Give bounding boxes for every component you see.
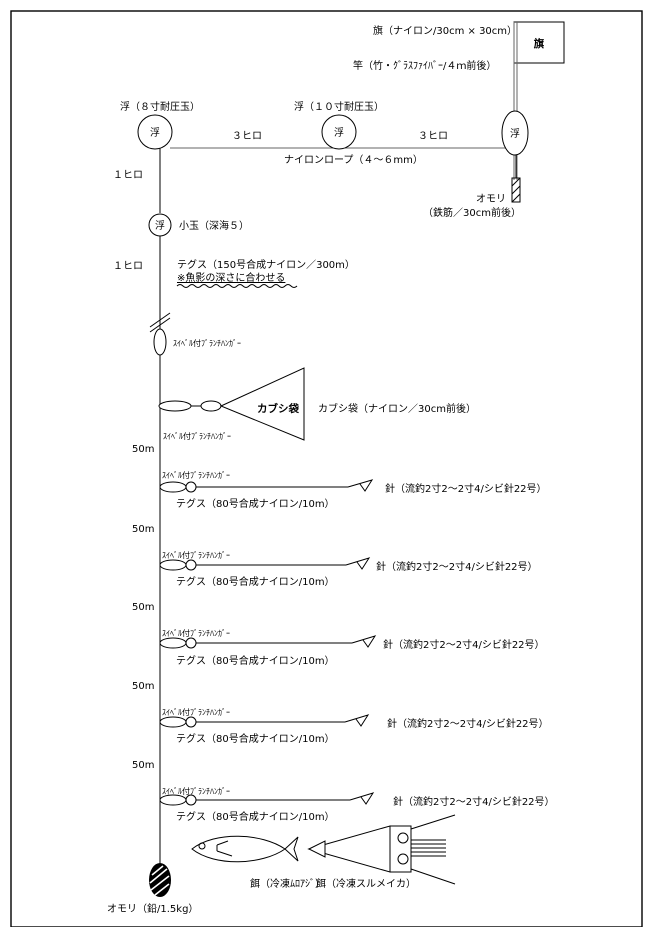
sinker-hatch: [149, 865, 170, 896]
branch-1-swivel-a: [159, 481, 187, 493]
pole-label: 竿（竹・ｸﾞﾗｽﾌｧｲﾊﾞｰ/４ｍ前後）: [353, 59, 496, 72]
squid-fin: [307, 840, 326, 858]
float-pole: [501, 110, 529, 156]
float-mid-label: 浮（１０寸耐圧玉）: [294, 100, 384, 113]
branch-5: ｽｲﾍﾞﾙ付ﾌﾞﾗﾝﾁﾊﾝｶﾞｰ 針（流釣2寸2～2寸4/シビ針22号） テグス…: [159, 786, 555, 823]
flag-mark: 旗: [534, 37, 545, 50]
interval-3: 50m: [132, 602, 154, 613]
fish-bait-label: 餌（冷凍ﾑﾛｱｼﾞ）: [250, 877, 325, 890]
float-pole-glyph: 浮: [510, 128, 520, 140]
branch-2: ｽｲﾍﾞﾙ付ﾌﾞﾗﾝﾁﾊﾝｶﾞｰ 針（流釣2寸2～2寸4/シビ針22号） テグス…: [159, 550, 538, 588]
interval-1: 50m: [132, 444, 154, 455]
fish-gill-bottom: [216, 850, 233, 857]
squid-head: [389, 825, 412, 873]
page-border: [10, 10, 643, 927]
branch-2-line-label: テグス（80号合成ナイロン/10m）: [176, 575, 335, 588]
interval-2: 50m: [132, 524, 154, 535]
branch-5-swivel-a: [159, 794, 187, 806]
note-wavy-underline: [176, 284, 298, 288]
anchor-weight: [511, 177, 521, 203]
net-bag-swivel-a: [158, 400, 192, 412]
float-mid-glyph: 浮: [334, 127, 344, 139]
float-mid: [321, 114, 357, 150]
branch-1-hook-label: 針（流釣2寸2～2寸4/シビ針22号）: [385, 482, 547, 495]
cut-mark-2: [149, 317, 171, 333]
sinker-label: オモリ（鉛/1.5kg）: [107, 902, 198, 915]
branch-1-hook: [347, 479, 374, 492]
swivel-1: [153, 328, 167, 356]
branch-1-swivel-b: [185, 481, 197, 493]
branch-2-swivel-a: [159, 559, 187, 571]
rope-span-2: ３ヒロ: [418, 130, 448, 142]
branch-2-hook-label: 針（流釣2寸2～2寸4/シビ針22号）: [376, 560, 538, 573]
anchor-label: オモリ: [476, 193, 506, 205]
fish-gill-top: [216, 840, 229, 846]
branch-1-swivel-label: ｽｲﾍﾞﾙ付ﾌﾞﾗﾝﾁﾊﾝｶﾞｰ: [162, 470, 230, 480]
branch-3-hook: [351, 635, 377, 648]
branch-5-swivel-label: ｽｲﾍﾞﾙ付ﾌﾞﾗﾝﾁﾊﾝｶﾞｰ: [162, 786, 230, 796]
branch-2-swivel-label: ｽｲﾍﾞﾙ付ﾌﾞﾗﾝﾁﾊﾝｶﾞｰ: [162, 550, 230, 560]
cut-mark-1: [149, 312, 171, 328]
branch-4-swivel-b: [185, 716, 197, 728]
flag-label: 旗（ナイロン/30cm × 30cm）: [373, 24, 517, 37]
anchor-detail: （鉄筋／30cm前後）: [423, 206, 521, 219]
fish-body: [191, 835, 286, 863]
net-bag-inner-label: カブシ袋: [257, 402, 299, 415]
float-left-label: 浮（８寸耐圧玉）: [120, 100, 200, 113]
net-bag: [219, 367, 305, 441]
squid-eye-top: [397, 832, 409, 844]
anchor-hatch: [511, 177, 521, 203]
branch-3-swivel-label: ｽｲﾍﾞﾙ付ﾌﾞﾗﾝﾁﾊﾝｶﾞｰ: [162, 628, 230, 638]
net-bag-swivel-label: ｽｲﾍﾞﾙ付ﾌﾞﾗﾝﾁﾊﾝｶﾞｰ: [163, 431, 231, 441]
interval-5: 50m: [132, 760, 154, 771]
net-bag-swivel-b: [200, 400, 222, 412]
rope-label: ナイロンロープ（４～６mm）: [284, 154, 423, 166]
branch-3-hook-label: 針（流釣2寸2～2寸4/シビ針22号）: [383, 638, 545, 651]
branch-5-hook: [349, 792, 375, 805]
fish-eye: [198, 842, 206, 850]
branch-4: ｽｲﾍﾞﾙ付ﾌﾞﾗﾝﾁﾊﾝｶﾞｰ 針（流釣2寸2～2寸4/シビ針22号） テグス…: [159, 707, 549, 745]
branch-2-hook: [345, 557, 371, 570]
fish-tail: [284, 836, 299, 862]
interval-4: 50m: [132, 681, 154, 692]
branch-5-hook-label: 針（流釣2寸2～2寸4/シビ針22号）: [393, 795, 555, 808]
depth-label-1: １ヒロ: [113, 169, 143, 181]
small-float-glyph: 浮: [155, 220, 165, 232]
branch-3: ｽｲﾍﾞﾙ付ﾌﾞﾗﾝﾁﾊﾝｶﾞｰ 針（流釣2寸2～2寸4/シビ針22号） テグス…: [159, 628, 545, 667]
squid-bait-label: 餌（冷凍スルメイカ）: [316, 877, 416, 890]
swivel-1-label: ｽｲﾍﾞﾙ付ﾌﾞﾗﾝﾁﾊﾝｶﾞｰ: [173, 338, 241, 348]
float-left: [137, 114, 173, 150]
rope-span-1: ３ヒロ: [232, 130, 262, 142]
branch-4-swivel-a: [159, 716, 187, 728]
mainline-label: テグス（150号合成ナイロン／300m）: [177, 258, 355, 271]
branch-2-swivel-b: [185, 559, 197, 571]
net-bag-label: カブシ袋（ナイロン／30cm前後）: [318, 402, 476, 415]
small-float-label: 小玉（深海５）: [179, 219, 249, 232]
squid-eye-bottom: [397, 853, 409, 865]
branch-3-swivel-a: [159, 637, 187, 649]
branch-4-swivel-label: ｽｲﾍﾞﾙ付ﾌﾞﾗﾝﾁﾊﾝｶﾞｰ: [162, 707, 230, 717]
branch-4-hook-label: 針（流釣2寸2～2寸4/シビ針22号）: [387, 717, 549, 730]
branch-5-swivel-b: [185, 794, 197, 806]
squid-bait: [307, 814, 456, 885]
branch-4-hook: [344, 714, 370, 727]
branch-3-swivel-b: [185, 637, 197, 649]
float-left-glyph: 浮: [150, 127, 160, 139]
branch-5-line-label: テグス（80号合成ナイロン/10m）: [176, 810, 335, 823]
branch-1: ｽｲﾍﾞﾙ付ﾌﾞﾗﾝﾁﾊﾝｶﾞｰ 針（流釣2寸2～2寸4/シビ針22号） テグス…: [159, 470, 547, 510]
fish-bait: [191, 835, 299, 863]
branch-3-line-label: テグス（80号合成ナイロン/10m）: [176, 654, 335, 667]
branch-4-line-label: テグス（80号合成ナイロン/10m）: [176, 732, 335, 745]
sinker: [149, 863, 171, 897]
branch-1-line-label: テグス（80号合成ナイロン/10m）: [176, 497, 335, 510]
depth-label-2: １ヒロ: [113, 260, 143, 272]
mainline-note: ※魚影の深さに合わせる: [177, 271, 285, 284]
squid-tentacles: [410, 814, 456, 885]
